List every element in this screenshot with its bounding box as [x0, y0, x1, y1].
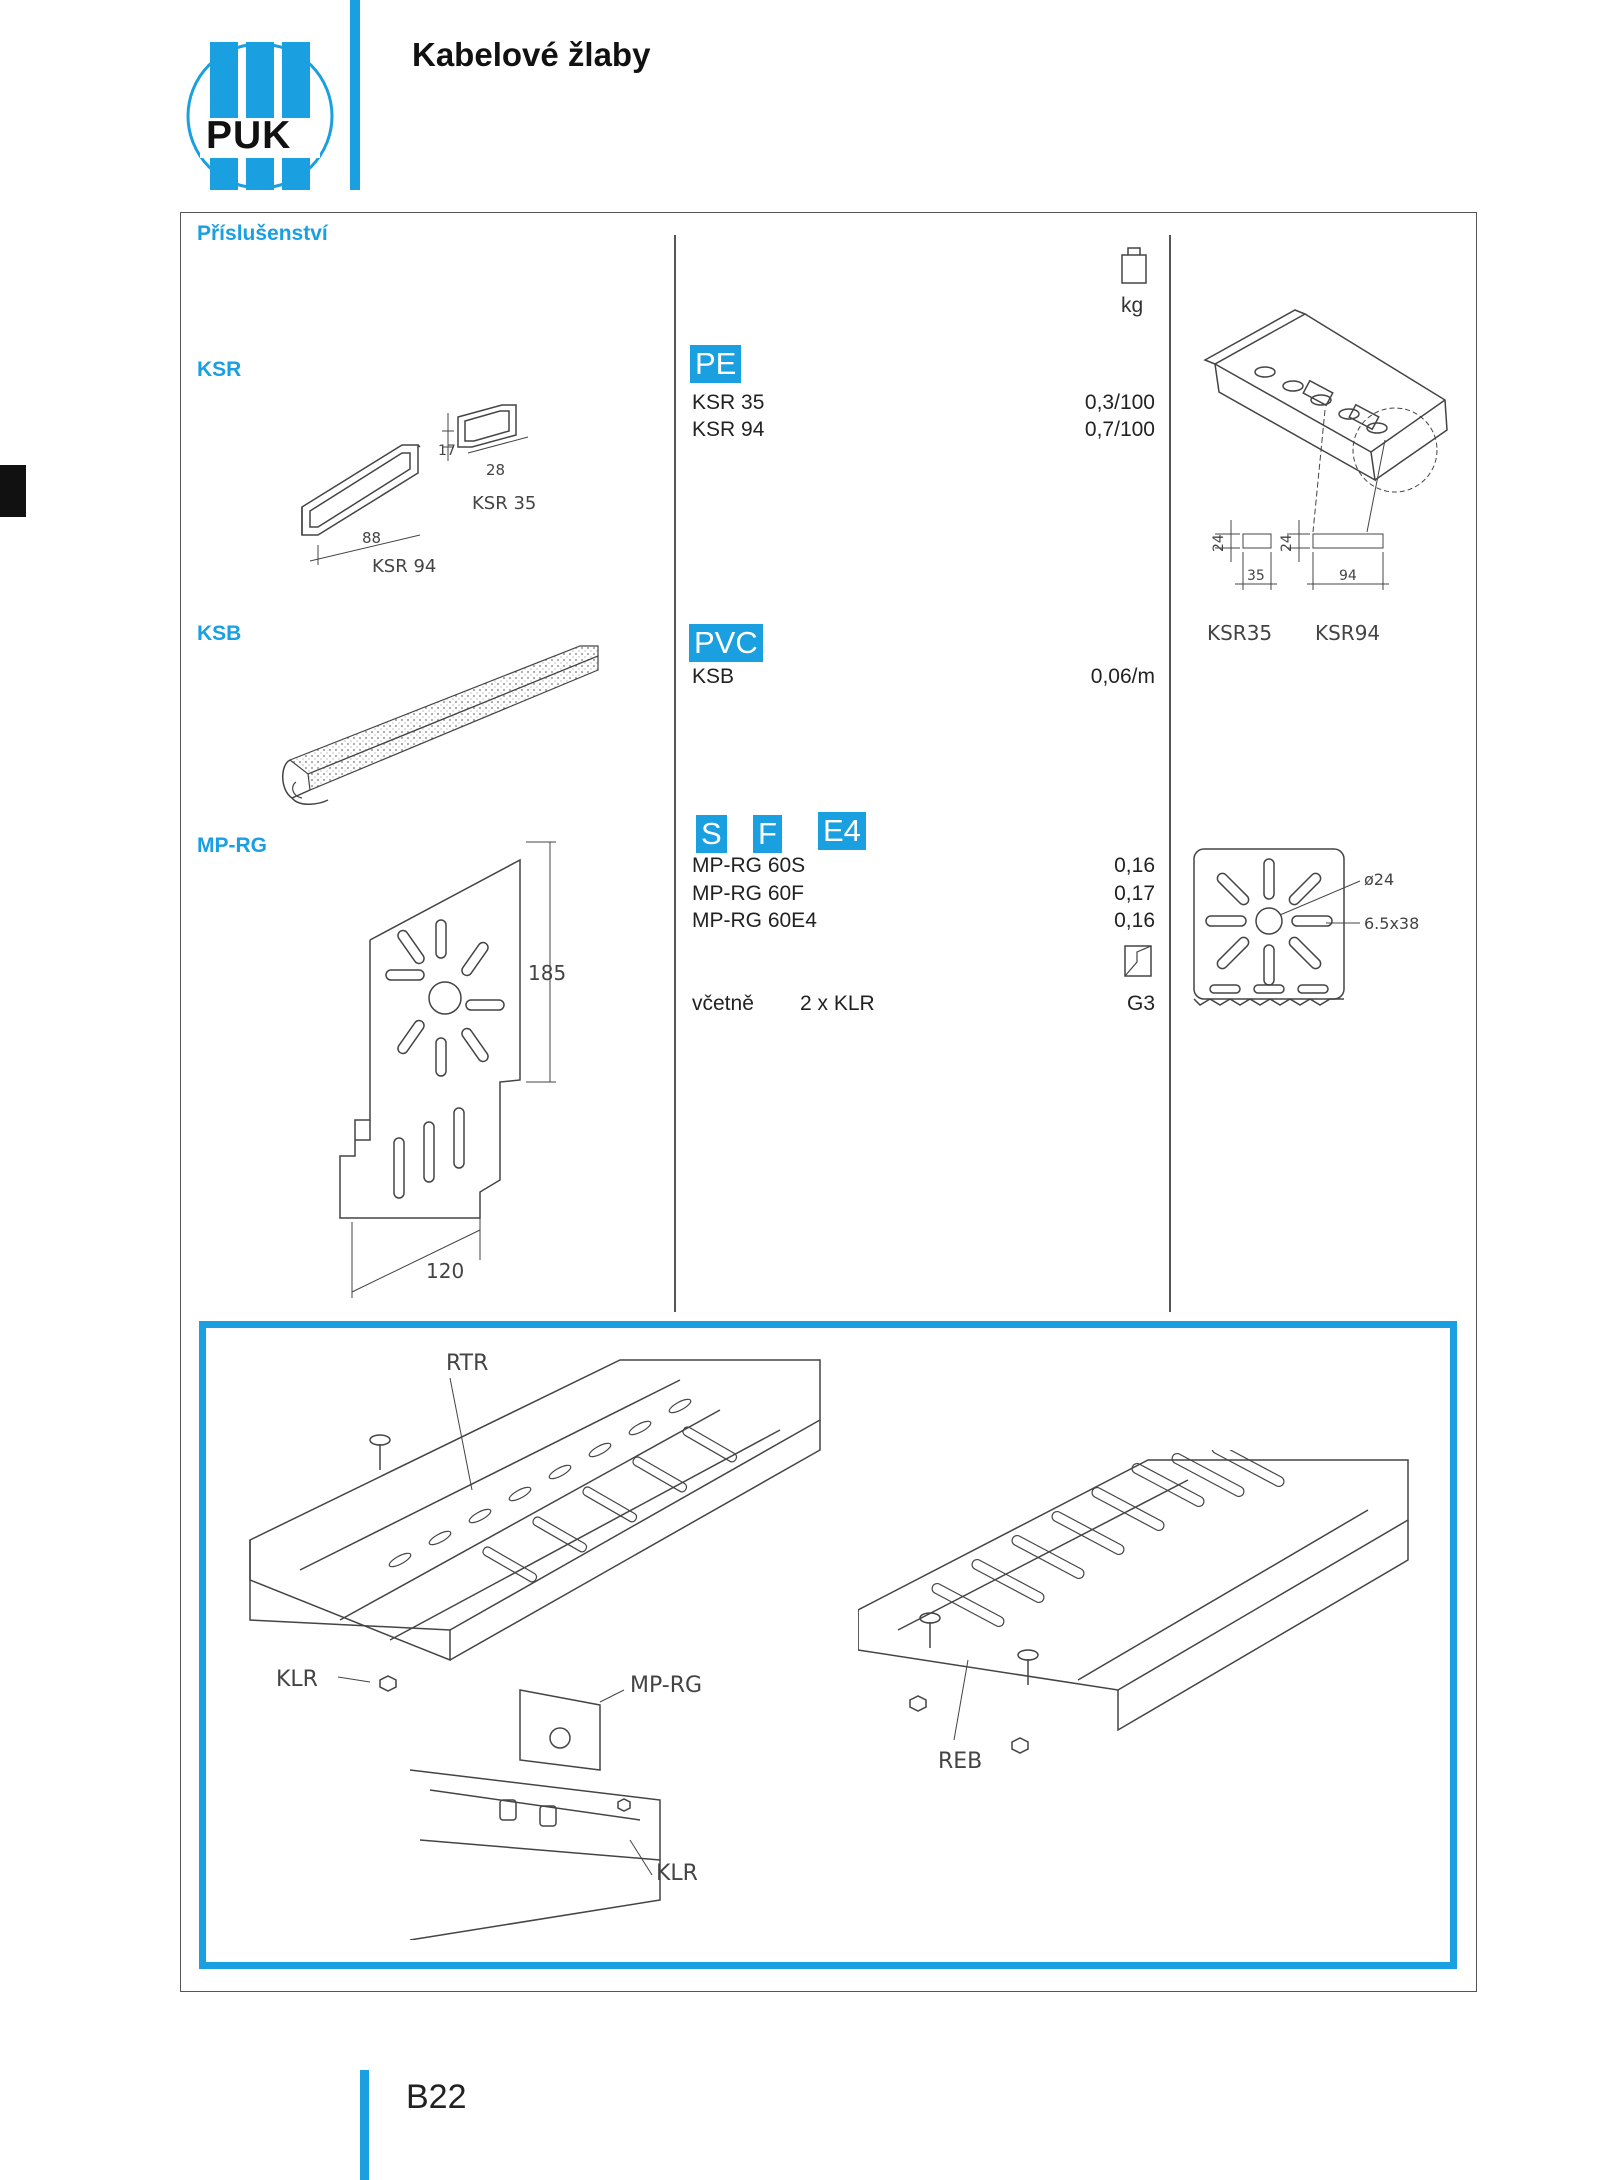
- logo-text: PUK: [206, 114, 292, 157]
- side-tab: [0, 465, 26, 517]
- assembly-drawing-right: REB: [857, 1442, 1418, 1815]
- detail-name-1: KSR35: [1207, 621, 1272, 645]
- dim-28: 28: [486, 461, 505, 479]
- column-divider-2: [1169, 235, 1171, 1312]
- detail-h2: 24: [1279, 534, 1295, 552]
- mprg-item-value-3: 0,16: [1114, 909, 1155, 932]
- material-badge-f: F: [753, 815, 782, 853]
- assembly-drawing-left: RTR KLR MP-RG KLR: [240, 1340, 830, 1945]
- logo: PUK: [180, 38, 340, 193]
- material-badge-pvc: PVC: [689, 624, 763, 662]
- mprg-item-name-1: MP-RG 60S: [692, 854, 806, 877]
- detail-w1: 35: [1247, 568, 1265, 584]
- product-label-ksr: KSR: [197, 358, 242, 381]
- label-rtr: RTR: [446, 1351, 488, 1376]
- mprg-item-name-2: MP-RG 60F: [692, 882, 805, 905]
- material-badge-pe: PE: [690, 345, 742, 383]
- dim-120: 120: [426, 1259, 464, 1283]
- mprg-detail-drawing: ø24 6.5x38: [1190, 845, 1470, 1020]
- page-title: Kabelové žlaby: [412, 36, 651, 73]
- grade-icon: [1123, 944, 1153, 983]
- label-klr-left: KLR: [276, 1667, 318, 1692]
- column-divider-1: [674, 235, 676, 1312]
- label-klr-center: KLR: [656, 1861, 698, 1886]
- mprg-item-value-2: 0,17: [1114, 882, 1155, 905]
- ksr-item-name-1: KSR 35: [692, 391, 765, 414]
- mprg-item-value-1: 0,16: [1114, 854, 1155, 877]
- product-label-mprg: MP-RG: [197, 834, 267, 857]
- includes-label: včetně: [692, 992, 754, 1015]
- material-badge-e4: E4: [818, 812, 866, 850]
- ksb-item-value: 0,06/m: [1090, 665, 1155, 688]
- dim-88: 88: [362, 529, 381, 547]
- product-label-ksb: KSB: [197, 622, 242, 645]
- ksr-item-value-1: 0,3/100: [1084, 391, 1155, 414]
- header-divider: [350, 0, 360, 190]
- weight-unit: kg: [1121, 294, 1144, 317]
- ksr35-caption: KSR 35: [472, 493, 536, 514]
- assembly-panel: [199, 1321, 1457, 1969]
- ksr94-caption: KSR 94: [372, 556, 436, 577]
- dim-17: 17: [438, 443, 456, 459]
- mprg-drawing: 185 120: [330, 820, 590, 1315]
- detail-name-2: KSR94: [1315, 621, 1380, 645]
- dim-185: 185: [528, 961, 566, 985]
- detail-w2: 94: [1339, 568, 1357, 584]
- page-number: B22: [406, 2078, 467, 2116]
- ksr-item-name-2: KSR 94: [692, 418, 765, 441]
- includes-value: 2 x KLR: [800, 992, 875, 1015]
- detail-hole: ø24: [1364, 870, 1394, 889]
- ksb-item-name: KSB: [692, 665, 735, 688]
- grade-label: G3: [1126, 992, 1155, 1015]
- footer-divider: [360, 2070, 369, 2180]
- material-badge-s: S: [696, 815, 727, 853]
- section-title: Příslušenství: [197, 222, 328, 245]
- puk-logo-icon: [186, 42, 334, 190]
- ksr-drawing: 17 28 88 KSR 35 KSR 94: [290, 395, 570, 590]
- detail-slot: 6.5x38: [1364, 914, 1419, 933]
- ksb-drawing: [280, 640, 610, 820]
- ksr-detail-drawing: 24 24 35 94 KSR35 KSR94: [1195, 300, 1465, 655]
- ksr-item-value-2: 0,7/100: [1084, 418, 1155, 441]
- mprg-item-name-3: MP-RG 60E4: [692, 909, 817, 932]
- detail-h1: 24: [1211, 534, 1227, 552]
- label-mprg: MP-RG: [630, 1673, 702, 1698]
- weight-icon: [1118, 243, 1150, 290]
- label-reb: REB: [938, 1749, 982, 1774]
- accessory-panel: [180, 212, 1477, 1992]
